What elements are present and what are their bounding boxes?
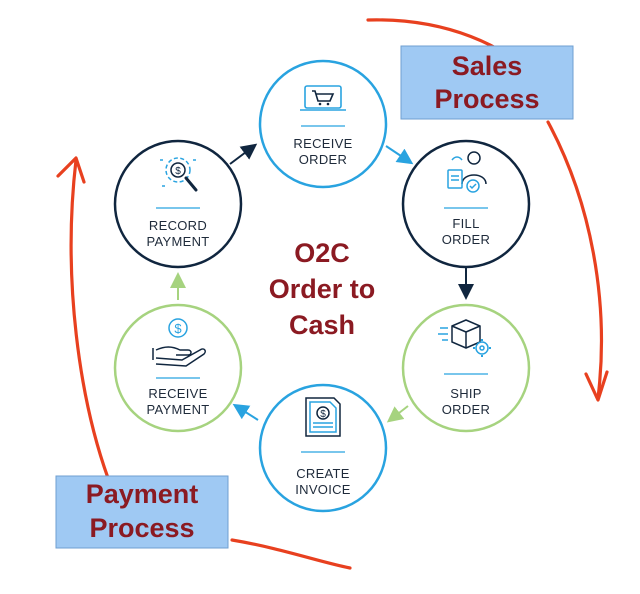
arrow-record-to-receive-order [229, 143, 258, 165]
payment-process-arrow [56, 156, 352, 570]
step-record-payment-line1: RECORD [149, 218, 207, 233]
laptop-cart-icon [300, 85, 346, 111]
step-fill-order-line2: ORDER [442, 232, 490, 247]
sales-process-box: Sales Process [400, 45, 574, 120]
invoice-dollar-icon: $ [305, 397, 341, 437]
payment-process-line1: Payment [86, 479, 199, 509]
step-receive-payment-line1: RECEIVE [148, 386, 207, 401]
center-title-line2: Order to [269, 274, 376, 304]
step-ship-order: SHIP ORDER [401, 303, 531, 433]
step-create-invoice-line1: CREATE [296, 466, 350, 481]
arrow-receive-order-to-fill [385, 145, 414, 165]
step-ship-order-line2: ORDER [442, 402, 490, 417]
step-create-invoice: $ CREATE INVOICE [258, 383, 388, 513]
sales-process-line1: Sales [452, 51, 523, 81]
arrow-ship-to-invoice [386, 405, 409, 423]
hand-coin-icon: $ [152, 318, 206, 367]
step-create-invoice-line2: INVOICE [295, 482, 351, 497]
center-title-line1: O2C [294, 238, 350, 268]
step-fill-order: FILL ORDER [401, 139, 531, 269]
step-receive-order-line2: ORDER [299, 152, 347, 167]
box-gear-icon [438, 319, 491, 357]
center-title: O2C Order to Cash [269, 238, 376, 340]
magnifier-dollar-icon: $ [160, 157, 198, 192]
center-title-line3: Cash [289, 310, 355, 340]
arrow-invoice-to-receive-payment [232, 403, 259, 421]
svg-text:$: $ [320, 409, 326, 420]
svg-text:$: $ [174, 321, 182, 336]
step-record-payment: $ RECORD PAYMENT [113, 139, 243, 269]
payment-process-box: Payment Process [55, 475, 229, 549]
step-receive-order: RECEIVE ORDER [258, 59, 388, 189]
step-receive-payment-line2: PAYMENT [146, 402, 209, 417]
step-ship-order-line1: SHIP [450, 386, 482, 401]
step-record-payment-line2: PAYMENT [146, 234, 209, 249]
step-fill-order-line1: FILL [452, 216, 479, 231]
step-receive-payment: $ RECEIVE PAYMENT [113, 303, 243, 433]
svg-text:$: $ [175, 166, 181, 177]
step-receive-order-line1: RECEIVE [293, 136, 352, 151]
payment-process-line2: Process [89, 513, 194, 543]
sales-process-line2: Process [434, 84, 539, 114]
worker-checklist-icon [447, 151, 487, 193]
